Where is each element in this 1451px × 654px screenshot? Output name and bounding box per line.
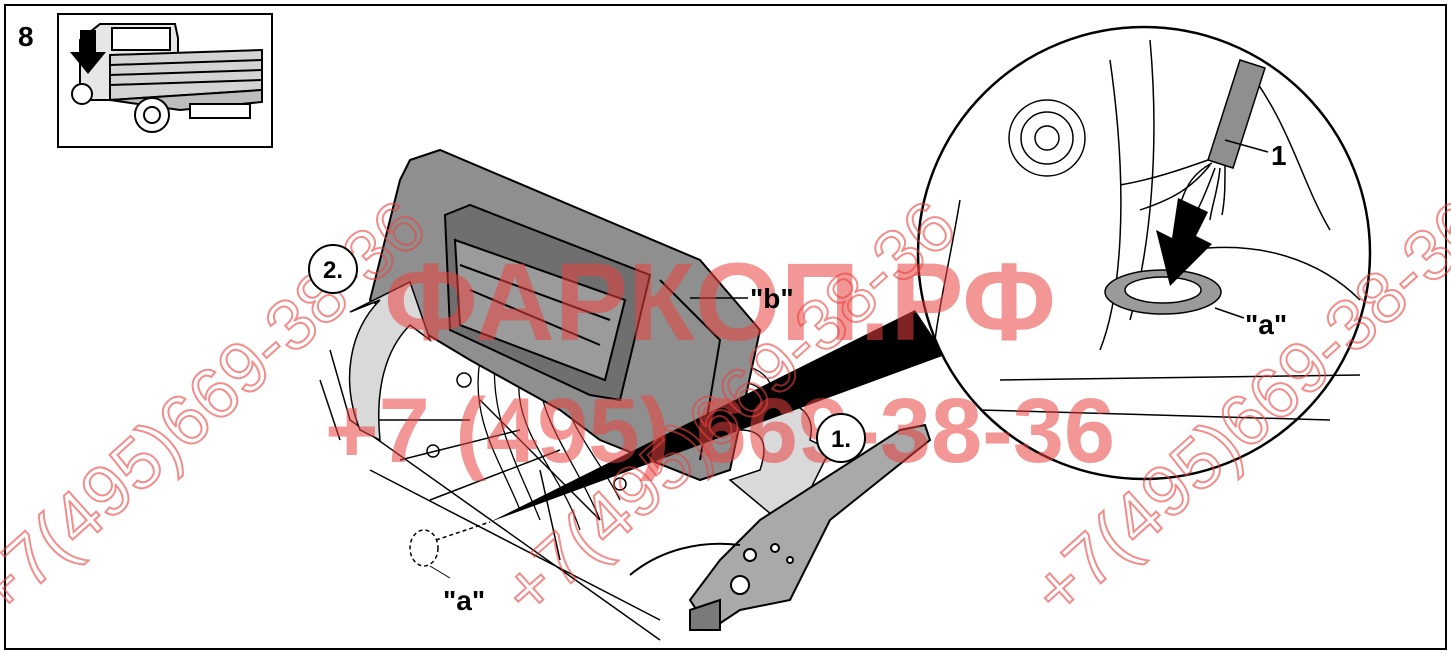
- handbrake-lever-icon: [629, 423, 932, 632]
- step-number: 8: [18, 21, 34, 52]
- label-part-b: "b": [750, 283, 794, 314]
- watermark-site: ФАРКОП.РФ: [384, 241, 1056, 364]
- down-arrow-icon: [70, 30, 106, 74]
- label-part-a-bottom: "a": [443, 585, 485, 616]
- cable-icon: [1119, 59, 1266, 221]
- down-arrow-icon: [1156, 198, 1212, 286]
- truck-icon: [71, 23, 263, 133]
- watermark-phone: +7 (495) 669-38-36: [325, 380, 1115, 482]
- label-item-1: 1: [1271, 140, 1287, 171]
- zoom-detail-circle: [916, 25, 1372, 481]
- zoom-cone: [490, 310, 945, 522]
- vehicle-thumbnail: [57, 13, 273, 148]
- label-part-a-detail: "a": [1245, 309, 1287, 340]
- callout-step-one: [816, 413, 866, 463]
- callout-step-two: [308, 244, 358, 294]
- lift-arrow-icon: [348, 280, 432, 442]
- target-area-a: [409, 529, 439, 567]
- callout-step-two-label: 2.: [323, 257, 343, 284]
- callout-step-one-label: 1.: [831, 426, 851, 453]
- center-console: [368, 148, 762, 482]
